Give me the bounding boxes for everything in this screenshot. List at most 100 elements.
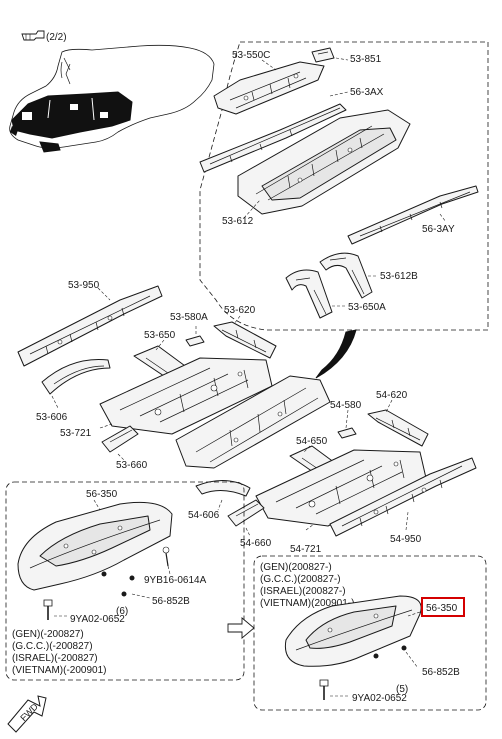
part-53-851[interactable] (311, 47, 335, 63)
label-53-550c: 53-550C (232, 50, 270, 61)
label-9ya02-old: 9YA02-0652 (70, 614, 125, 625)
label-53-612b: 53-612B (380, 271, 418, 282)
applicability-right-line: (GEN)(200827-) (260, 562, 332, 573)
assembly-arrow (315, 329, 357, 379)
hand-pointer-icon (21, 30, 45, 41)
applicability-right-line: (G.C.C.)(200827-) (260, 574, 341, 585)
label-qty5: (5) (396, 684, 408, 695)
part-53-580a[interactable] (185, 335, 205, 347)
leader-53-650 (155, 339, 165, 351)
part-56-350-new[interactable] (284, 595, 422, 667)
label-53-721: 53-721 (60, 428, 92, 439)
leader-56-350-old (93, 499, 101, 511)
part-54-721[interactable] (255, 449, 427, 527)
label-56-852b-old: 56-852B (152, 596, 190, 607)
label-53-660: 53-660 (116, 460, 148, 471)
leader-53-612 (243, 199, 261, 219)
part-53-660[interactable] (101, 425, 139, 453)
leader-9yb16 (167, 565, 171, 575)
part-53-612[interactable] (237, 109, 411, 215)
leader-56-852b-old (131, 593, 151, 599)
applicability-left-line: (GEN)(-200827) (12, 629, 84, 640)
part-56-3ax[interactable] (199, 103, 347, 173)
part-53-612b[interactable] (319, 252, 373, 299)
applicability-left-line: (ISRAEL)(-200827) (12, 653, 98, 664)
leader-54-650 (303, 445, 311, 453)
label-9yb16: 9YB16-0614A (144, 575, 207, 586)
supersession-arrow-icon (227, 617, 255, 639)
page-reference-label: (2/2) (46, 32, 67, 43)
label-54-660: 54-660 (240, 538, 272, 549)
leader-53-606 (51, 395, 59, 409)
label-54-650: 54-650 (296, 436, 328, 447)
applicability-left-line: (VIETNAM)(-200901) (12, 665, 106, 676)
highlight-56-350 (421, 597, 465, 617)
part-53-606[interactable] (41, 358, 111, 395)
leader-54-660 (245, 527, 251, 537)
bolt-9yb16-icon[interactable] (162, 546, 170, 567)
leader-54-606 (217, 499, 223, 511)
applicability-left: (GEN)(-200827) (G.C.C.)(-200827) (ISRAEL… (12, 629, 106, 676)
label-53-650a: 53-650A (348, 302, 386, 313)
leader-56-852b-new (405, 651, 419, 669)
leader-53-620 (233, 315, 241, 325)
label-54-950: 54-950 (390, 534, 422, 545)
leader-53-721 (99, 423, 113, 429)
label-54-620: 54-620 (376, 390, 408, 401)
nut-56-852b-old-icon[interactable] (101, 571, 135, 597)
part-53-650a[interactable] (285, 269, 333, 319)
leader-53-550c (261, 59, 277, 71)
leader-53-950 (97, 287, 111, 301)
part-53-550c[interactable] (213, 61, 325, 115)
leader-56-3ay (439, 213, 447, 223)
label-53-950: 53-950 (68, 280, 100, 291)
leader-54-721 (305, 523, 315, 531)
applicability-right: (GEN)(200827-) (G.C.C.)(200827-) (ISRAEL… (260, 562, 354, 609)
label-53-620: 53-620 (224, 305, 256, 316)
applicability-right-line: (ISRAEL)(200827-) (260, 586, 346, 597)
part-56-350-old[interactable] (17, 501, 173, 591)
frame-upper-right (199, 41, 489, 331)
part-54-580[interactable] (337, 427, 357, 439)
part-53-721[interactable] (99, 357, 273, 435)
part-53-950[interactable] (17, 285, 163, 367)
part-54-606[interactable] (195, 480, 251, 497)
vehicle-floor-overview (9, 44, 215, 153)
frame-lower-right (253, 555, 487, 711)
leader-56-3ax (329, 91, 349, 97)
part-53-620[interactable] (213, 321, 277, 359)
fwd-arrow-icon: FWD (7, 695, 47, 733)
leader-53-851 (335, 57, 349, 61)
part-center-floor[interactable] (175, 375, 331, 469)
label-56-350-new: 56-350 (426, 603, 458, 614)
label-56-3ax: 56-3AX (350, 87, 384, 98)
label-56-852b-new: 56-852B (422, 667, 460, 678)
label-qty6: (6) (116, 606, 128, 617)
leader-53-660 (117, 453, 125, 461)
bolt-9ya02-new-icon[interactable] (319, 679, 329, 700)
label-53-580a: 53-580A (170, 312, 208, 323)
leader-54-620 (385, 399, 393, 413)
applicability-left-line: (G.C.C.)(-200827) (12, 641, 93, 652)
label-53-612: 53-612 (222, 216, 254, 227)
label-54-606: 54-606 (188, 510, 220, 521)
label-56-3ay: 56-3AY (422, 224, 455, 235)
applicability-right-line: (VIETNAM)(200901-) (260, 598, 354, 609)
label-56-350-old: 56-350 (86, 489, 118, 500)
nut-56-852b-new-icon[interactable] (373, 645, 407, 659)
part-56-3ay[interactable] (347, 185, 479, 245)
bolt-9ya02-old-icon[interactable] (43, 599, 53, 620)
label-53-851: 53-851 (350, 54, 382, 65)
part-54-620[interactable] (367, 409, 429, 447)
leader-54-950 (405, 511, 409, 531)
label-53-606: 53-606 (36, 412, 68, 423)
part-54-950[interactable] (329, 457, 477, 537)
page-reference[interactable]: (2/2) (21, 30, 67, 43)
label-53-650: 53-650 (144, 330, 176, 341)
leader-54-580 (345, 409, 349, 429)
label-9ya02-new: 9YA02-0652 (352, 693, 407, 704)
label-54-721: 54-721 (290, 544, 322, 555)
part-54-660[interactable] (227, 499, 265, 527)
frame-lower-left (5, 481, 245, 681)
